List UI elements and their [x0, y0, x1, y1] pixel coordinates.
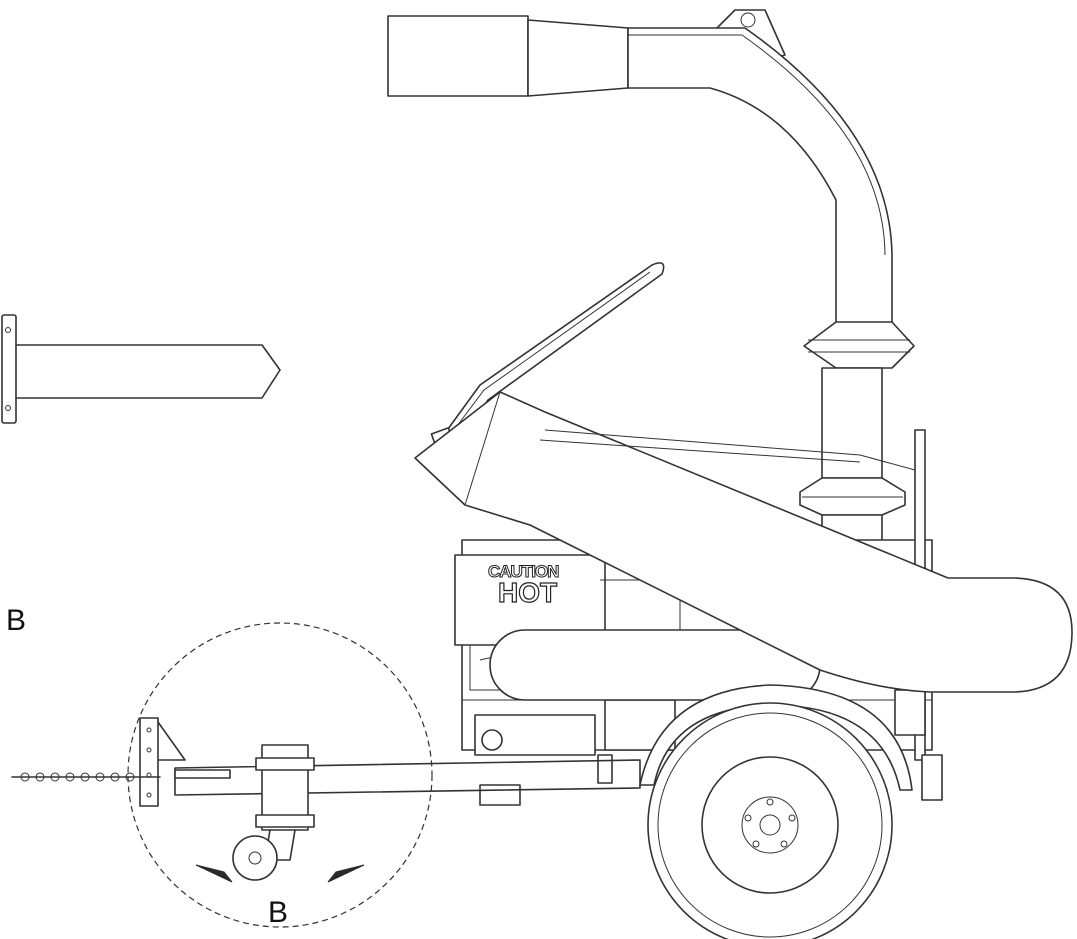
caution-hot-decal: CAUTION HOT: [488, 562, 561, 609]
safety-chain: [11, 772, 161, 782]
detail-arrow-left: [195, 864, 233, 883]
detail-arrow-label: B: [268, 896, 288, 929]
trailer-tongue: [11, 717, 641, 807]
decal-line-1: CAUTION: [488, 562, 559, 581]
detail-arrow-right: [327, 864, 365, 883]
tongue-jack-caster: [232, 744, 315, 881]
wheel-assembly: [639, 684, 913, 939]
detail-b-circle: [127, 622, 433, 928]
detached-tongue-part: [1, 314, 281, 424]
decal-line-2: HOT: [498, 577, 557, 608]
intake-hood: [414, 391, 1073, 693]
discharge-pipe: [387, 9, 915, 571]
detail-callout-label: B: [6, 604, 26, 637]
engine: [454, 554, 821, 701]
